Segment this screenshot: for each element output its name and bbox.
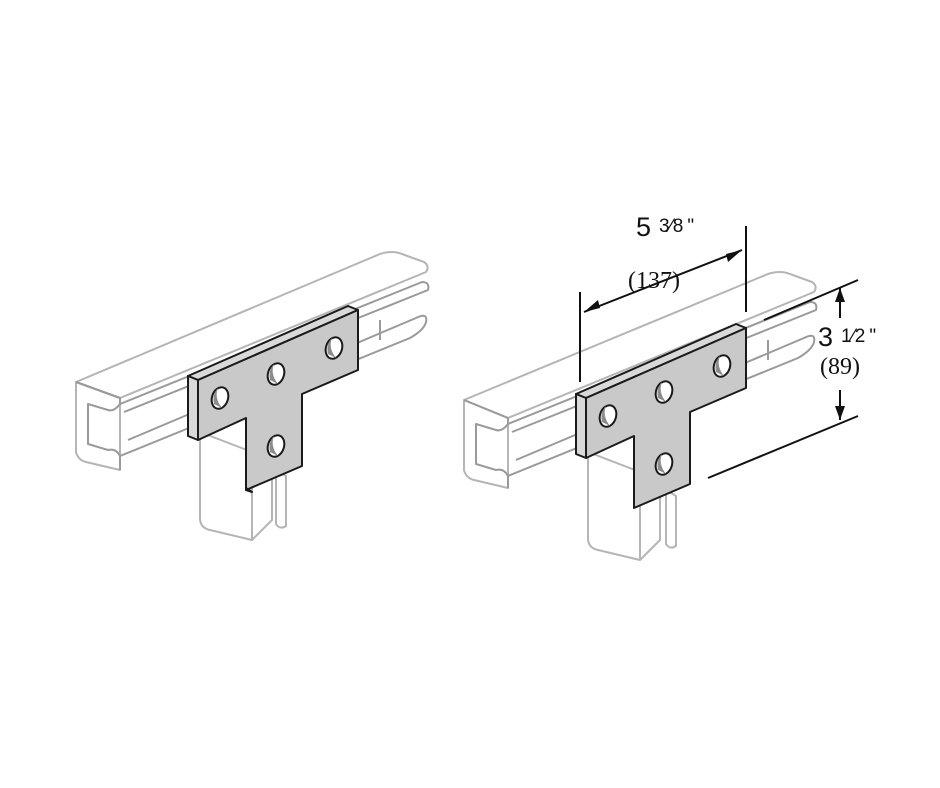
- height-extension-line-top: [763, 279, 859, 321]
- width-whole: 5: [636, 212, 651, 242]
- left-t-plate: [187, 305, 359, 493]
- right-plate-hole-4: [654, 452, 674, 476]
- right-plate-hole-2: [654, 380, 674, 404]
- width-inch-mark: ": [687, 216, 694, 237]
- width-dimension-line: [583, 249, 743, 313]
- left-plate-hole-3: [324, 336, 344, 360]
- height-fraction: 1⁄2: [841, 326, 865, 347]
- left-plate-hole-4: [266, 434, 286, 458]
- right-t-plate: [575, 323, 747, 509]
- width-arrow-right: [726, 250, 742, 262]
- width-metric: (137): [628, 268, 680, 294]
- height-inch-mark: ": [869, 326, 876, 347]
- left-plate-hole-2: [266, 362, 286, 386]
- height-arrow-bottom: [835, 406, 845, 420]
- height-arrow-top: [835, 288, 845, 302]
- right-plate-hole-1: [598, 404, 618, 428]
- right-plate-hole-3: [712, 354, 732, 378]
- height-label: 3 1⁄2 ": [818, 322, 876, 352]
- left-plate-hole-1: [210, 386, 230, 410]
- height-metric: (89): [820, 354, 860, 380]
- height-extension-line-bottom: [707, 415, 859, 479]
- width-label: 5 3⁄8 ": [636, 212, 694, 242]
- width-fraction: 3⁄8: [659, 216, 683, 237]
- height-dimension: 3 1⁄2 " (89): [707, 279, 876, 479]
- left-assembly: [75, 251, 430, 541]
- left-horizontal-channel: [75, 251, 430, 471]
- right-horizontal-channel: [463, 271, 818, 489]
- height-whole: 3: [818, 322, 833, 352]
- width-arrow-left: [584, 300, 600, 312]
- width-dimension: 5 3⁄8 " (137): [579, 212, 747, 382]
- right-assembly: 5 3⁄8 " (137) 3 1⁄2 " (89): [463, 212, 876, 561]
